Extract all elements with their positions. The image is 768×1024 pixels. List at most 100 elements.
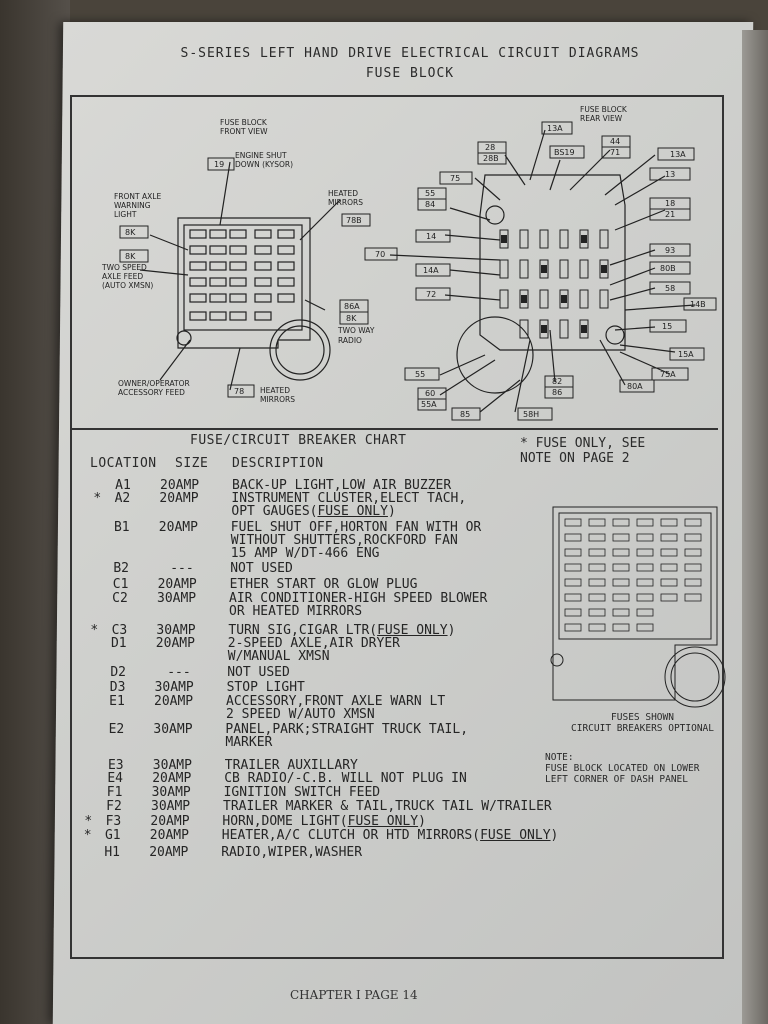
- svg-text:72: 72: [426, 290, 436, 299]
- diagram-frame: [70, 95, 724, 959]
- fuse-location: F3: [105, 814, 122, 829]
- mini-fuse: [612, 518, 630, 527]
- engine-shut-label-2: DOWN (KYSOR): [235, 160, 293, 169]
- svg-text:75: 75: [450, 174, 460, 183]
- mini-fuse: [564, 608, 582, 617]
- fuse-size: 30AMP: [157, 591, 197, 606]
- rear-dial: [456, 316, 534, 394]
- fuse-size: 20AMP: [149, 845, 189, 860]
- fuse-description-line: ACCESSORY,FRONT AXLE WARN LT: [226, 694, 446, 709]
- fuse-location: F2: [106, 799, 122, 814]
- mini-fuse: [660, 578, 678, 587]
- fuse-location: H1: [104, 845, 121, 860]
- fuse-description: TRAILER MARKER & TAIL,TRUCK TAIL W/TRAIL…: [223, 800, 552, 813]
- fuse-description: TRAILER AUXILLARY: [225, 759, 358, 772]
- mini-fuse: [612, 593, 630, 602]
- rear-box-14a: 14A: [415, 263, 451, 277]
- front-box-78b: 78B: [341, 213, 371, 227]
- front-fuses: [189, 229, 295, 321]
- fuse-size: 20AMP: [158, 520, 198, 535]
- svg-text:13A: 13A: [670, 150, 686, 159]
- rear-box-13: 13: [649, 167, 691, 181]
- fuse-only-marker: *: [90, 623, 99, 638]
- rear-screw-bottom: [605, 325, 625, 345]
- svg-text:80A: 80A: [627, 382, 643, 391]
- fuse-description-line: W/MANUAL XMSN: [227, 649, 330, 664]
- rear-box-15a: 15A: [669, 347, 705, 361]
- rear-box-75a: 75A: [651, 367, 689, 381]
- rear-boxes: 13A 44 71 28 28B BS19 13A 75 13 55 84 18…: [364, 121, 717, 421]
- svg-text:28: 28: [485, 143, 495, 152]
- front-view-title-1: FUSE BLOCK: [220, 118, 268, 127]
- fuse-description-line: INSTRUMENT CLUSTER,ELECT TACH,: [231, 491, 467, 506]
- mini-fuse: [612, 533, 630, 542]
- mini-fuse: [564, 563, 582, 572]
- mini-fuse: [564, 533, 582, 542]
- rear-box-13a-2: 13A: [657, 147, 695, 161]
- mini-fuse: [636, 518, 654, 527]
- column-size: SIZE: [175, 456, 209, 471]
- fuse-location: D1: [110, 636, 127, 651]
- fuse-description-line: OPT GAUGES(FUSE ONLY): [231, 504, 396, 519]
- fuse-location: A2: [114, 491, 131, 506]
- two-way-radio-label-1: TWO WAY: [337, 326, 375, 335]
- front-box-8k-2: 8K: [119, 249, 149, 263]
- mini-fuse: [660, 533, 678, 542]
- rear-box-70: 70: [364, 247, 398, 261]
- svg-text:58: 58: [665, 284, 675, 293]
- column-location: LOCATION: [90, 456, 157, 471]
- rear-view-title-2: REAR VIEW: [580, 114, 623, 123]
- mini-fuse: [636, 578, 654, 587]
- page-header: S-SERIES LEFT HAND DRIVE ELECTRICAL CIRC…: [120, 44, 700, 84]
- fuse-only-note-line-2: NOTE ON PAGE 2: [520, 451, 630, 466]
- fuse-size: 30AMP: [152, 758, 192, 773]
- rear-view-title-1: FUSE BLOCK: [580, 105, 628, 114]
- mini-fuse: [636, 593, 654, 602]
- mini-fuse: [660, 593, 678, 602]
- fuse-description-line: TRAILER MARKER & TAIL,TRUCK TAIL W/TRAIL…: [223, 799, 552, 814]
- rear-box-28: 28: [477, 141, 507, 154]
- fuse-size: 20AMP: [160, 478, 200, 493]
- fuse-description: NOT USED: [227, 666, 290, 679]
- page-stack-edge: [742, 30, 768, 1024]
- mini-fuse: [588, 593, 606, 602]
- svg-text:82: 82: [552, 377, 562, 386]
- fuse-location: E4: [107, 771, 124, 786]
- fuse-description-line: BACK-UP LIGHT,LOW AIR BUZZER: [232, 478, 452, 493]
- fuse-size: 30AMP: [154, 680, 194, 695]
- note-line-1: FUSE BLOCK LOCATED ON LOWER: [545, 763, 700, 774]
- front-fuse-grid: [183, 224, 303, 331]
- fuse-only-note: * FUSE ONLY, SEE NOTE ON PAGE 2: [520, 436, 645, 466]
- fuse-location: C2: [112, 591, 128, 606]
- mini-fuse: [588, 563, 606, 572]
- mini-fuse: [612, 563, 630, 572]
- svg-text:8K: 8K: [125, 252, 136, 261]
- mini-fuse: [564, 623, 582, 632]
- svg-text:78: 78: [234, 387, 244, 396]
- fuse-location: B1: [113, 520, 130, 535]
- fuse-size: 20AMP: [155, 636, 195, 651]
- fuse-location: C1: [112, 577, 129, 592]
- fuse-only-marker: *: [84, 814, 93, 829]
- rear-fuse-block-outline: [479, 174, 626, 351]
- svg-text:8K: 8K: [125, 228, 136, 237]
- two-way-radio-label-2: RADIO: [338, 336, 362, 345]
- rear-box-80b: 80B: [649, 261, 691, 275]
- mini-fuse: [684, 593, 702, 602]
- svg-text:60: 60: [425, 389, 435, 398]
- svg-text:55A: 55A: [421, 400, 437, 409]
- fuse-description-line: OR HEATED MIRRORS: [229, 604, 363, 619]
- heated-mirrors-top-2: MIRRORS: [328, 198, 363, 207]
- rear-box-28b: 28B: [477, 152, 507, 165]
- rear-box-86: 86: [544, 386, 574, 399]
- rear-box-93: 93: [649, 243, 691, 257]
- section-divider: [72, 428, 718, 430]
- fuse-location: G1: [104, 828, 121, 843]
- fuse-description-line: IGNITION SWITCH FEED: [223, 785, 381, 800]
- note-label: NOTE:: [545, 752, 574, 763]
- svg-text:80B: 80B: [660, 264, 676, 273]
- mini-fuse: [588, 548, 606, 557]
- rear-box-84: 84: [417, 198, 447, 211]
- svg-text:BS19: BS19: [554, 148, 575, 157]
- fuse-description-line: TURN SIG,CIGAR LTR(FUSE ONLY): [228, 623, 456, 638]
